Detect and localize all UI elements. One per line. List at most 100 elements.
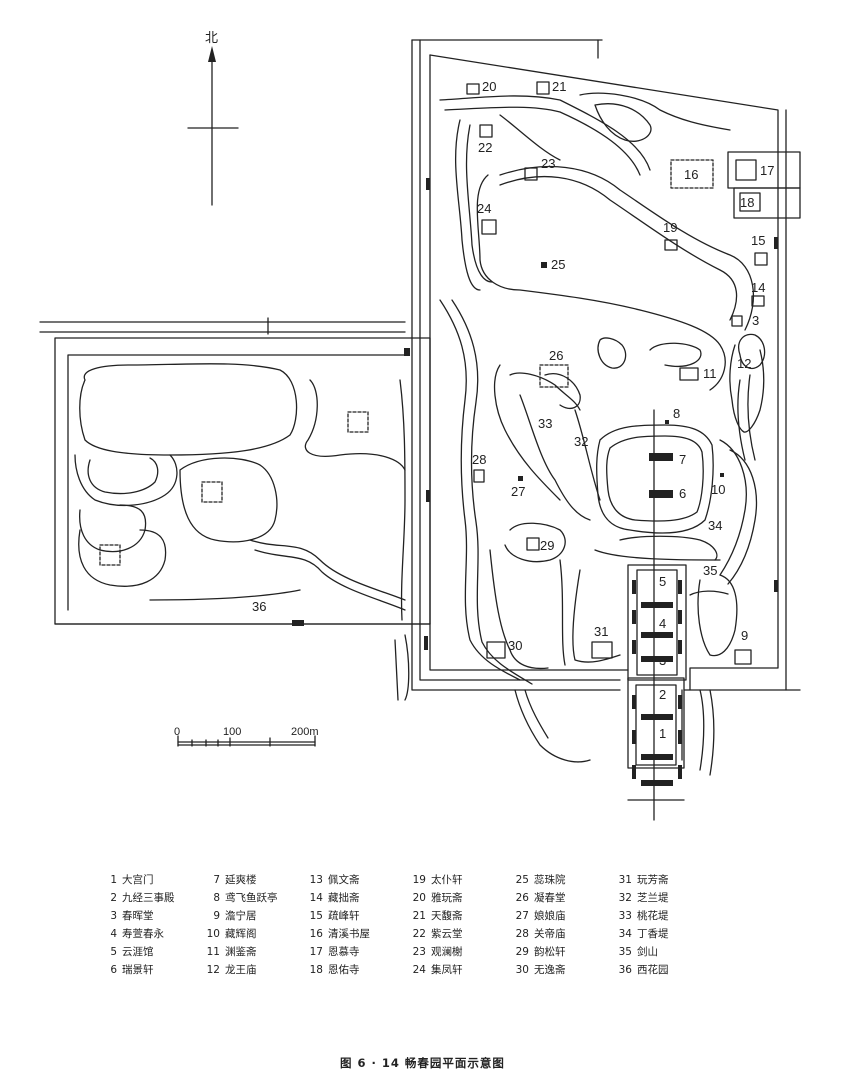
legend-item-number: 21 (412, 910, 426, 922)
legend-item-name: 澹宁居 (225, 910, 257, 922)
legend-item-number: 6 (110, 964, 117, 976)
legend-item-number: 11 (206, 946, 220, 958)
legend-item-number: 2 (110, 892, 117, 904)
garden-plan-map: 北 0 100 200m 1 2 3 3 4 5 6 7 8 9 10 11 1… (39, 31, 801, 821)
legend-item-name: 藏拙斋 (328, 892, 360, 904)
legend-item-number: 5 (110, 946, 117, 958)
legend-item: 11 渊鉴斋 (206, 944, 309, 961)
legend-item-name: 观澜榭 (431, 946, 463, 958)
map-label-19: 19 (663, 220, 677, 235)
legend-item-number: 20 (412, 892, 426, 904)
legend-item-number: 10 (206, 928, 220, 940)
legend-item-name: 玩芳斋 (637, 874, 669, 886)
legend-item-number: 34 (618, 928, 632, 940)
waterways (439, 92, 766, 685)
map-label-3: 3 (659, 653, 666, 668)
central-axis-buildings (627, 409, 687, 821)
figure-caption: 图 6 · 14 畅春园平面示意图 (340, 1056, 505, 1070)
legend-item: 20 雅玩斋 (412, 890, 515, 907)
legend-item-name: 桃花堤 (637, 910, 669, 922)
west-garden-wall (39, 317, 431, 625)
legend-item: 33 桃花堤 (618, 908, 721, 925)
map-label-17: 17 (760, 163, 774, 178)
legend-item-number: 19 (412, 874, 426, 886)
map-label-2: 2 (659, 687, 666, 702)
legend-item-number: 36 (618, 964, 632, 976)
legend-item-number: 18 (309, 964, 323, 976)
map-label-34: 34 (708, 518, 722, 533)
legend-item-name: 瑞景轩 (122, 964, 154, 976)
legend-item-number: 7 (213, 874, 220, 886)
map-label-16: 16 (684, 167, 698, 182)
map-label-23: 23 (541, 156, 555, 171)
legend-item-number: 16 (309, 928, 323, 940)
map-label-14: 14 (751, 280, 765, 295)
legend-item-name: 大宫门 (122, 874, 154, 886)
map-label-3b: 3 (752, 313, 759, 328)
buildings (99, 159, 714, 566)
legend-item: 24 集凤轩 (412, 962, 515, 979)
legend-item-number: 22 (412, 928, 426, 940)
legend-item-number: 26 (515, 892, 529, 904)
legend-item-number: 33 (618, 910, 632, 922)
legend-item-name: 寿萱春永 (122, 928, 164, 940)
map-label-31: 31 (594, 624, 608, 639)
map-label-18: 18 (740, 195, 754, 210)
map-label-1: 1 (659, 726, 666, 741)
map-label-9: 9 (741, 628, 748, 643)
scale-label-0: 0 (174, 726, 180, 738)
map-label-7: 7 (679, 452, 686, 467)
north-arrow-icon (187, 46, 239, 206)
legend-item-name: 九经三事殿 (122, 892, 175, 904)
legend-item-number: 30 (515, 964, 529, 976)
legend-item: 18 恩佑寺 (309, 962, 412, 979)
legend-item-name: 恩佑寺 (328, 964, 360, 976)
map-label-29: 29 (540, 538, 554, 553)
scale-bar (177, 735, 316, 747)
legend-item-name: 雅玩斋 (431, 892, 463, 904)
legend-item-name: 佩文斋 (328, 874, 360, 886)
map-label-8: 8 (673, 406, 680, 421)
map-label-32: 32 (574, 434, 588, 449)
legend-item-number: 24 (412, 964, 426, 976)
legend-item-number: 27 (515, 910, 529, 922)
map-label-6: 6 (679, 486, 686, 501)
legend-item-number: 14 (309, 892, 323, 904)
legend-item: 14 藏拙斋 (309, 890, 412, 907)
legend-item-name: 娘娘庙 (534, 910, 566, 922)
legend-item-number: 8 (213, 892, 220, 904)
legend-item-name: 渊鉴斋 (225, 946, 257, 958)
north-label: 北 (205, 31, 218, 46)
building-marks (292, 81, 801, 665)
legend-item-number: 32 (618, 892, 632, 904)
legend-item-name: 疏峰轩 (328, 910, 360, 922)
legend-item-name: 丁香堤 (637, 928, 669, 940)
legend-item-number: 31 (618, 874, 632, 886)
legend-item: 34 丁香堤 (618, 926, 721, 943)
legend-item: 27 娘娘庙 (515, 908, 618, 925)
legend-item-name: 集凤轩 (431, 964, 463, 976)
map-label-26: 26 (549, 348, 563, 363)
legend-item-number: 1 (110, 874, 117, 886)
legend-item-number: 12 (206, 964, 220, 976)
legend-item-name: 韵松轩 (534, 946, 566, 958)
map-label-30: 30 (508, 638, 522, 653)
map-label-24: 24 (477, 201, 491, 216)
legend-item-number: 17 (309, 946, 323, 958)
legend-item-name: 凝春堂 (534, 892, 566, 904)
